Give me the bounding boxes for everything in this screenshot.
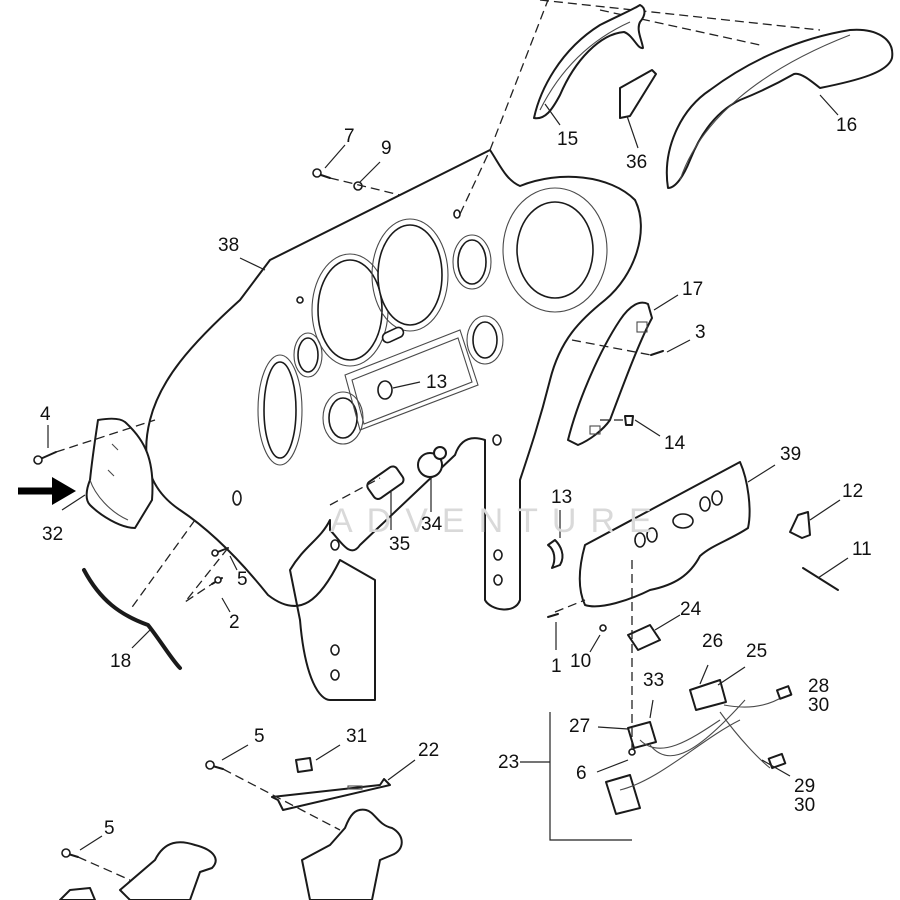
label-25[interactable]: 25 — [746, 641, 767, 662]
part-17-side-trim[interactable] — [567, 301, 653, 446]
label-16[interactable]: 16 — [836, 115, 857, 136]
label-2[interactable]: 2 — [229, 612, 240, 633]
label-15[interactable]: 15 — [557, 129, 578, 150]
fasteners — [33, 168, 664, 858]
label-5-middle[interactable]: 5 — [254, 726, 265, 747]
part-34-socket[interactable] — [417, 446, 447, 478]
label-5-upper[interactable]: 5 — [237, 569, 248, 590]
part-39-switch-panel[interactable] — [578, 461, 751, 608]
label-1[interactable]: 1 — [551, 656, 562, 677]
label-28[interactable]: 28 — [808, 676, 829, 697]
part-38-inner-fairing[interactable] — [145, 149, 642, 701]
callout-arrow-icon — [18, 477, 76, 505]
label-38[interactable]: 38 — [218, 235, 239, 256]
label-11[interactable]: 11 — [852, 539, 872, 560]
label-13-panel[interactable]: 13 — [551, 487, 572, 508]
bracket-23 — [520, 712, 632, 841]
label-33[interactable]: 33 — [643, 670, 664, 691]
label-35[interactable]: 35 — [389, 534, 410, 555]
label-14[interactable]: 14 — [664, 433, 686, 454]
label-13-fairing[interactable]: 13 — [426, 372, 447, 393]
label-29[interactable]: 29 — [794, 776, 815, 797]
part-13-clip[interactable] — [547, 539, 564, 569]
label-31[interactable]: 31 — [346, 726, 367, 747]
label-10[interactable]: 10 — [570, 651, 591, 672]
label-34[interactable]: 34 — [421, 514, 443, 535]
label-30-upper[interactable]: 30 — [808, 695, 829, 716]
leader-lines — [47, 94, 849, 851]
part-32-speaker[interactable] — [85, 417, 154, 529]
label-30-lower[interactable]: 30 — [794, 795, 815, 816]
label-6[interactable]: 6 — [576, 763, 587, 784]
part-31-clip-nut[interactable] — [295, 757, 313, 773]
label-36[interactable]: 36 — [626, 152, 647, 173]
part-23-switch-harness[interactable] — [605, 679, 793, 815]
label-26[interactable]: 26 — [702, 631, 723, 652]
part-36-pad[interactable] — [619, 69, 657, 119]
label-18[interactable]: 18 — [110, 651, 131, 672]
part-12-clip[interactable] — [789, 511, 811, 539]
watermark: ADVENTURE — [330, 502, 666, 540]
label-39[interactable]: 39 — [780, 444, 801, 465]
part-22-support-bracket[interactable] — [271, 778, 391, 811]
label-24[interactable]: 24 — [680, 599, 702, 620]
part-24-module[interactable] — [627, 624, 661, 651]
label-12[interactable]: 12 — [842, 481, 863, 502]
part-11-pin[interactable] — [802, 567, 839, 591]
part-labels: 7 9 15 36 16 38 17 3 13 4 14 39 32 13 12… — [40, 115, 872, 839]
part-35-bulb-holder[interactable] — [365, 464, 405, 500]
part-15-trim-bracket[interactable] — [533, 4, 646, 120]
label-4[interactable]: 4 — [40, 404, 51, 425]
lower-mount-bracket-right[interactable] — [301, 808, 403, 900]
label-17[interactable]: 17 — [682, 279, 703, 300]
label-22[interactable]: 22 — [418, 740, 439, 761]
part-18-edge-seal[interactable] — [82, 568, 182, 670]
part-16-outer-trim[interactable] — [665, 28, 894, 189]
label-7[interactable]: 7 — [344, 126, 355, 147]
assembly-lines — [55, 0, 652, 881]
label-27[interactable]: 27 — [569, 716, 590, 737]
label-5-lower[interactable]: 5 — [104, 818, 115, 839]
label-9[interactable]: 9 — [381, 138, 392, 159]
part-14-clip[interactable] — [624, 415, 634, 426]
label-32[interactable]: 32 — [42, 524, 63, 545]
label-3[interactable]: 3 — [695, 322, 706, 343]
label-23[interactable]: 23 — [498, 752, 519, 773]
lower-mount-bracket-left[interactable] — [59, 841, 217, 900]
